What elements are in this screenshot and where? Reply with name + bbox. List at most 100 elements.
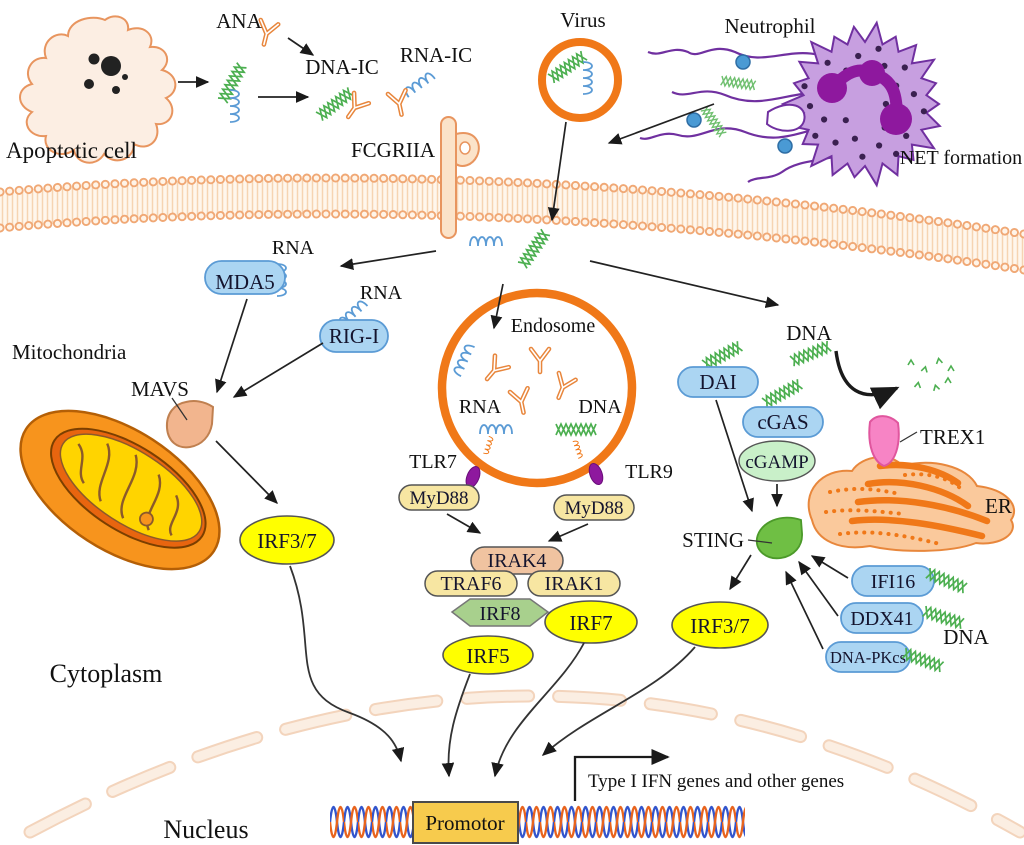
endosome-label: Endosome (511, 315, 596, 337)
apoptotic-cell-label: Apoptotic cell (6, 138, 137, 163)
neutrophil-granule (851, 135, 859, 142)
neutrophil-granule (875, 45, 882, 52)
dna-degradation-arrow (834, 350, 900, 410)
degraded-dna-fragments (907, 357, 955, 392)
arrow-dnapkcs-to-sting (785, 570, 824, 650)
neutrophil-label: Neutrophil (725, 14, 816, 38)
arrow-myd88l-to-irak4 (446, 513, 482, 534)
neutrophil-granule (855, 52, 862, 60)
arrow-ifi16-to-sting (810, 555, 849, 579)
neutrophil-granule (821, 116, 828, 123)
ddx41-label: DDX41 (850, 608, 913, 630)
dna-cytosolic-label: DNA (786, 321, 832, 345)
mitochondria-granule (139, 511, 154, 527)
er-ribosome-dots (824, 472, 967, 546)
rna-rigi-label: RNA (360, 282, 403, 304)
genomic-dna-helix (330, 801, 745, 843)
traf6-protein (424, 570, 518, 597)
irf37-right-label: IRF3/7 (690, 614, 750, 638)
neutrophil-granule (910, 91, 918, 98)
arrow-dai-to-sting (715, 399, 754, 513)
tlr9-receptor (572, 439, 604, 486)
neutrophil-granule (903, 132, 910, 139)
virus (538, 38, 622, 122)
arrow-mavs-to-irf37 (215, 440, 278, 504)
sting-label: STING (682, 528, 744, 552)
mda5-protein (204, 260, 286, 295)
net-dna-icon (719, 75, 757, 91)
virus-capsid (538, 38, 622, 122)
endosome-dna-label: DNA (578, 396, 622, 418)
nuclear-envelope (23, 689, 1024, 839)
arrow-ddx41-to-sting (798, 560, 839, 617)
arrow-rigi-to-mavs (232, 342, 324, 398)
mitochondria-cristae (77, 443, 180, 537)
dna-right-label: DNA (943, 625, 989, 649)
trex1-pointer-line (899, 431, 918, 443)
cgamp-molecule (738, 440, 816, 482)
ddx41-protein (840, 602, 924, 634)
neutrophil-granule (842, 117, 849, 124)
rna-icon (402, 70, 436, 99)
tlr7-label: TLR7 (409, 451, 457, 473)
arrow-to-cytosolic-dna (589, 260, 780, 309)
cgas-protein (742, 406, 824, 438)
trex1-protein (868, 415, 900, 468)
arrow-mda5-to-mavs (215, 298, 248, 394)
nuclear-translocation-arrows (289, 565, 696, 778)
sting-protein (755, 516, 803, 560)
endosome-rna-label: RNA (459, 396, 502, 418)
irf8-label: IRF8 (479, 603, 520, 625)
promotor-label: Promotor (425, 811, 504, 835)
mitochondria (19, 409, 221, 571)
irak1-label: IRAK1 (545, 573, 604, 595)
irf37-right-protein (671, 601, 769, 649)
neutrophil (765, 20, 942, 188)
mda5-label: MDA5 (215, 270, 275, 294)
mavs-protein (165, 400, 215, 449)
apoptotic-cell-fragments (84, 53, 128, 94)
virus-label: Virus (560, 8, 605, 32)
ana-label: ANA (216, 9, 262, 33)
transcription-start-arrow (573, 748, 670, 801)
dai-protein (677, 366, 759, 398)
membrane-band (0, 178, 1024, 270)
arrow-irf37l-to-nucleus (289, 565, 405, 763)
er-tubules (848, 461, 991, 540)
irf7-label: IRF7 (569, 611, 612, 635)
arrow-myd88r-to-irak4 (547, 523, 589, 542)
arrow-to-rna-sensors (339, 250, 437, 270)
mavs-label: MAVS (131, 377, 189, 401)
neutrophil-granule (859, 153, 866, 160)
irf7-protein (544, 600, 638, 644)
neutrophil-granule (901, 64, 908, 71)
net-histone-dots (686, 54, 793, 154)
arrow-irf37r-to-nucleus (541, 646, 696, 756)
rna-mda5-label: RNA (272, 237, 315, 259)
neutrophil-granule (893, 150, 900, 157)
gene-output-label: Type I IFN genes and other genes (588, 771, 844, 792)
rna-icon (469, 236, 503, 247)
endoplasmic-reticulum (807, 456, 1016, 552)
arrow-virus-entry (547, 121, 567, 222)
irf37-left-protein (239, 515, 335, 565)
endosome-vesicle (437, 288, 637, 488)
mavs-pointer-line (171, 397, 188, 421)
tlr9-label: TLR9 (625, 461, 673, 483)
promotor-box (412, 801, 519, 844)
irf37-left-label: IRF3/7 (257, 529, 317, 553)
er-label: ER (985, 494, 1012, 518)
arrow-ana-to-ic (287, 37, 315, 56)
net-strand (647, 47, 849, 69)
dna-icon (517, 228, 551, 270)
dna-icon (701, 340, 744, 371)
trex1-label: TREX1 (920, 425, 985, 449)
apoptotic-cell-body (19, 15, 177, 164)
mitochondria-label: Mitochondria (12, 340, 127, 364)
neutrophil-nucleus (817, 60, 912, 135)
dai-label: DAI (699, 370, 736, 394)
irf5-label: IRF5 (466, 644, 509, 668)
membrane-inner-heads-fill (0, 211, 1024, 273)
myd88-left-protein (398, 484, 480, 511)
